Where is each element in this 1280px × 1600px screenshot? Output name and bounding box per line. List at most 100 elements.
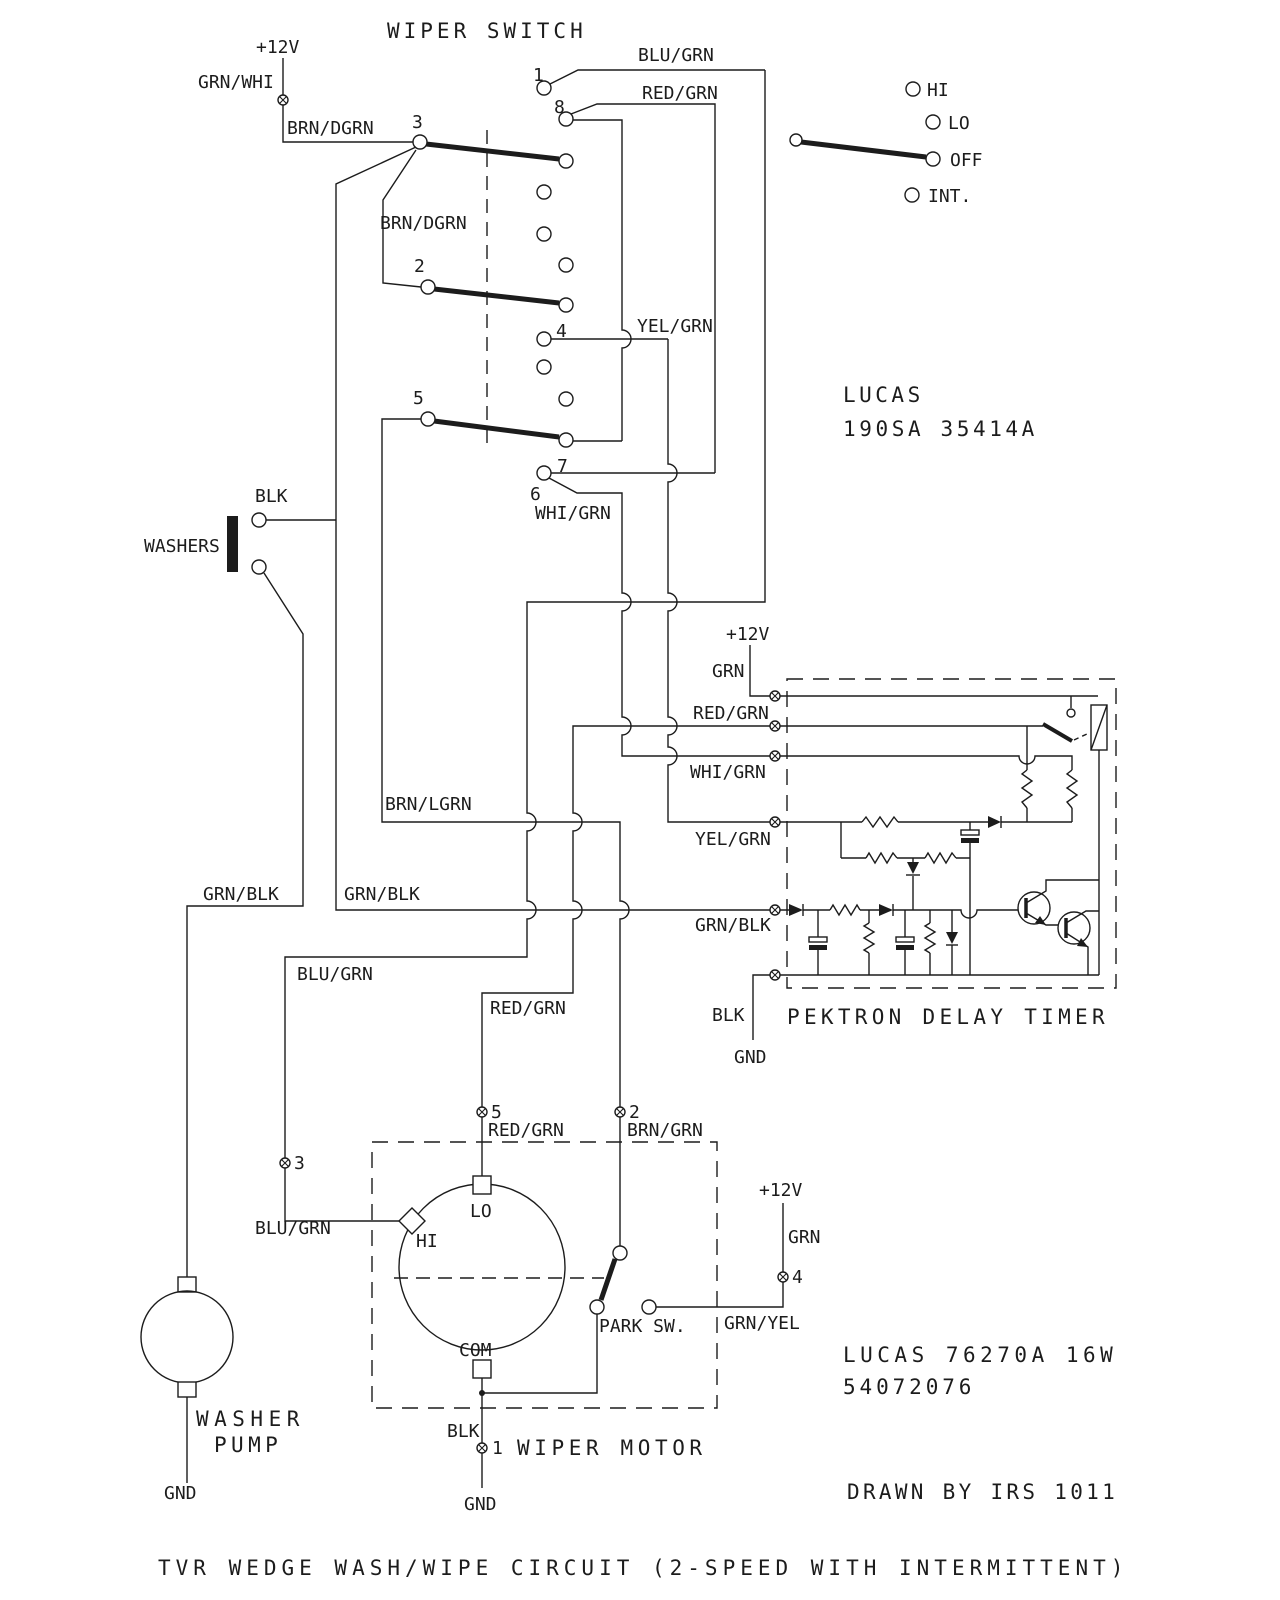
mode-selector: HI LO OFF INT. — [789, 80, 983, 207]
label-motor-lo: LO — [470, 1201, 492, 1222]
label-t3: 3 — [412, 112, 423, 133]
selector-lever — [800, 139, 927, 160]
contact-5 — [420, 411, 436, 427]
timer-terminal-red-grn — [769, 720, 781, 732]
label-grn-motor: GRN — [788, 1227, 821, 1248]
label-washer-blk: BLK — [255, 486, 288, 507]
contact-yel-grn — [536, 331, 552, 347]
relay-actuator-link — [1073, 732, 1090, 741]
label-motor-t1: 1 — [492, 1438, 503, 1459]
contact-r2 — [536, 226, 552, 242]
park-contact-bottom — [589, 1299, 605, 1315]
washer-contact-bottom — [251, 559, 267, 575]
cap-y-plate2 — [961, 838, 979, 843]
park-switch-lever — [598, 1258, 618, 1301]
label-plus12v-motor: +12V — [759, 1180, 803, 1201]
label-motor-t4-wire: GRN/YEL — [724, 1313, 800, 1334]
park-contact-top — [612, 1245, 628, 1261]
wire-washer-to-pump — [186, 572, 304, 1277]
switch-lever-2 — [433, 286, 560, 306]
cap-a-plate1 — [808, 936, 828, 943]
timer-name: PEKTRON DELAY TIMER — [787, 1005, 1109, 1029]
label-off: OFF — [950, 150, 983, 171]
timer-grn-blk-rail — [780, 909, 1024, 919]
wire-grn-yel — [656, 1203, 784, 1308]
switch-part-2: 190SA 35414A — [843, 417, 1038, 441]
label-red-grn-timer: RED/GRN — [693, 703, 769, 724]
resistor-8 — [923, 922, 937, 954]
selector-off — [925, 151, 941, 167]
resistor-6 — [829, 903, 861, 917]
contact-2 — [420, 279, 436, 295]
label-motor-t2: 2 — [629, 1102, 640, 1123]
resistor-7 — [862, 922, 876, 954]
wiper-motor: 5 RED/GRN 2 BRN/GRN 3 BLU/GRN LO HI COM … — [255, 1102, 1117, 1515]
diode-down1-icon — [907, 862, 919, 874]
timer-terminal-gnd — [769, 969, 781, 981]
motor-terminal-3 — [279, 1157, 291, 1169]
label-washers: WASHERS — [144, 536, 220, 557]
motor-box — [371, 1141, 718, 1409]
label-motor-com: COM — [459, 1340, 492, 1361]
label-hi: HI — [927, 80, 949, 101]
label-pump-gnd: GND — [164, 1483, 197, 1504]
motor-name: WIPER MOTOR — [517, 1436, 707, 1460]
cap-y-plate1 — [960, 829, 980, 836]
wire-c8-red-grn — [570, 103, 716, 473]
resistor-1 — [1020, 769, 1034, 809]
label-motor-t3-wire: BLU/GRN — [255, 1218, 331, 1239]
timer-terminal-grn-blk — [769, 904, 781, 916]
timer-ground-rail — [752, 974, 1099, 1040]
park-contact-12v — [641, 1299, 657, 1315]
label-yel-grn-timer: YEL/GRN — [695, 829, 771, 850]
label-t8: 8 — [554, 97, 565, 118]
contact-8 — [558, 111, 574, 127]
cap-b-plate1 — [895, 936, 915, 943]
motor-terminal-4 — [777, 1271, 789, 1283]
label-motor-t4: 4 — [792, 1267, 803, 1288]
footer: DRAWN BY IRS 1011 TVR WEDGE WASH/WIPE CI… — [158, 1480, 1128, 1580]
motor-lo-brush — [472, 1175, 492, 1195]
resistor-3 — [861, 815, 899, 829]
transistor-1 — [1017, 891, 1051, 925]
contact-3b — [558, 153, 574, 169]
timer-terminal-yel-grn — [769, 816, 781, 828]
transistor-2-collector — [1065, 910, 1099, 924]
wire-grn-blk-trunk — [335, 146, 770, 911]
transistor-2 — [1057, 911, 1091, 945]
label-brn-lgrn: BRN/LGRN — [385, 794, 472, 815]
label-plus12v-timer: +12V — [726, 624, 770, 645]
pump-name-1: WASHER — [196, 1407, 305, 1431]
switch-lever-5 — [433, 418, 560, 440]
diode-yel-icon — [988, 816, 1001, 828]
drawing-title: TVR WEDGE WASH/WIPE CIRCUIT (2-SPEED WIT… — [158, 1556, 1128, 1580]
label-motor-blk: BLK — [447, 1421, 480, 1442]
label-lo: LO — [948, 113, 970, 134]
motor-part-2: 54072076 — [843, 1375, 975, 1399]
transistor-1-arrow — [1035, 916, 1046, 925]
label-motor-t5-wire: RED/GRN — [488, 1120, 564, 1141]
timer-box — [786, 678, 1117, 989]
label-brn-dgrn-a: BRN/DGRN — [287, 118, 374, 139]
diode-down2-icon — [946, 932, 958, 944]
label-t2: 2 — [414, 256, 425, 277]
motor-part-1: LUCAS 76270A 16W — [843, 1343, 1117, 1367]
motor-com-brush — [472, 1359, 492, 1379]
motor-terminal-2 — [614, 1106, 626, 1118]
contact-4 — [558, 297, 574, 313]
label-grn-blk-timer: GRN/BLK — [695, 915, 771, 936]
wiper-switch: WIPER SWITCH +12V GRN/WHI BRN/DGRN BRN/D… — [198, 19, 1038, 524]
selector-pivot — [789, 133, 803, 147]
contact-1 — [536, 80, 552, 96]
relay-coil-diagonal — [1090, 704, 1108, 751]
motor-terminal-1 — [476, 1442, 488, 1454]
harness-wires: BRN/LGRN BLU/GRN RED/GRN — [284, 70, 770, 1246]
wire-blu-grn-trunk — [284, 70, 766, 1222]
contact-r3 — [558, 257, 574, 273]
contact-7 — [558, 432, 574, 448]
wiper-switch-title: WIPER SWITCH — [387, 19, 587, 43]
label-blk-timer: BLK — [712, 1005, 745, 1026]
label-plus12v-switch: +12V — [256, 37, 300, 58]
contact-6 — [536, 465, 552, 481]
label-whi-grn-timer: WHI/GRN — [690, 762, 766, 783]
